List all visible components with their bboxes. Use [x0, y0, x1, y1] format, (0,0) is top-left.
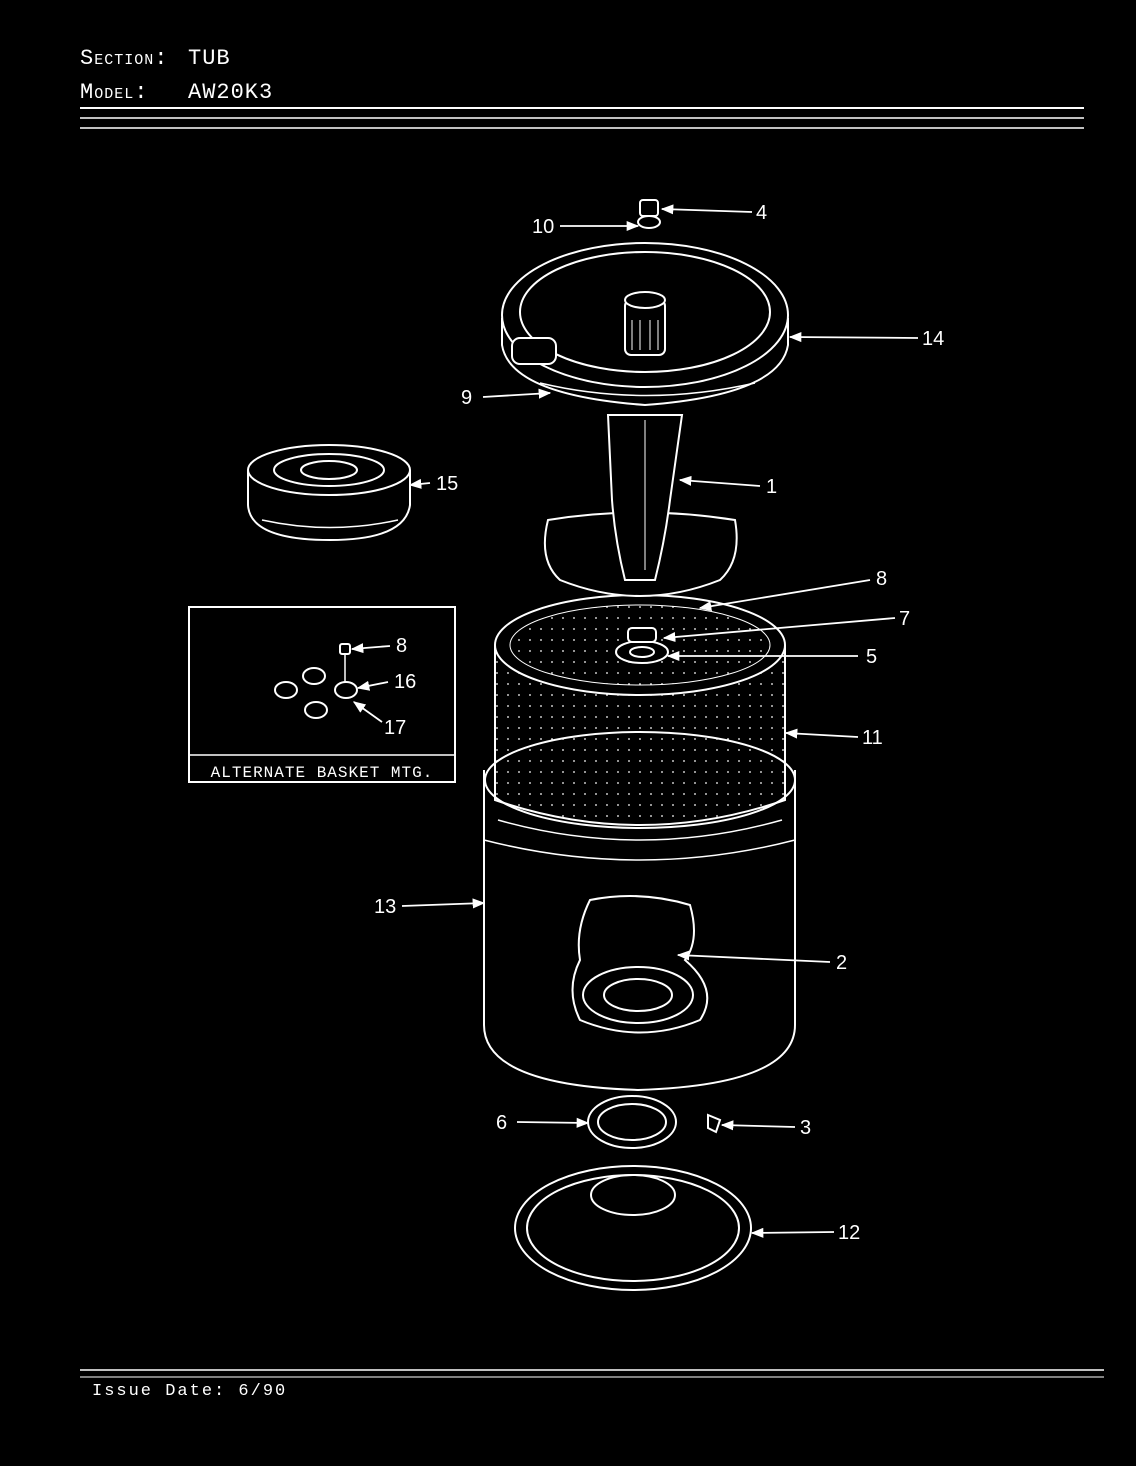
- part-12-base: [514, 1165, 752, 1291]
- callout-2: 2: [836, 952, 847, 974]
- section-value: TUB: [188, 46, 231, 71]
- model-value: AW20K3: [188, 80, 274, 105]
- callout-3: 3: [800, 1117, 811, 1139]
- callout-12: 12: [838, 1222, 860, 1244]
- callout-10: 10: [532, 216, 554, 238]
- inset-callout-8: 8: [396, 635, 407, 657]
- callout-1: 1: [766, 476, 777, 498]
- part-2-hub: [571, 895, 709, 1034]
- callout-7: 7: [899, 608, 910, 630]
- inset-callout-16: 16: [394, 671, 416, 693]
- footer-rules: [80, 1369, 1104, 1378]
- callout-14: 14: [922, 328, 944, 350]
- part-14-tub-ring: [501, 242, 789, 407]
- inset-caption: ALTERNATE BASKET MTG.: [211, 764, 434, 782]
- callout-13: 13: [374, 896, 396, 918]
- callout-8: 8: [876, 568, 887, 590]
- part-15-cap: [247, 444, 411, 542]
- callout-15: 15: [436, 473, 458, 495]
- part-4-10-cap-screw: [637, 199, 661, 229]
- leader-lines: [350, 204, 919, 1238]
- header-rules: [80, 107, 1084, 129]
- callout-11: 11: [862, 727, 883, 749]
- inset-alternate-basket: [188, 606, 456, 783]
- callout-4: 4: [756, 202, 767, 224]
- part-3-clip: [707, 1113, 722, 1134]
- callout-5: 5: [866, 646, 877, 668]
- part-1-agitator: [543, 414, 738, 597]
- section-label: Section:: [80, 46, 169, 71]
- callout-9: 9: [461, 387, 472, 409]
- part-5-7-hub-nut: [615, 627, 669, 664]
- inset-callout-17: 17: [384, 717, 406, 739]
- agitator-post: [624, 291, 666, 356]
- callout-6: 6: [496, 1112, 507, 1134]
- part-6-seal-ring: [587, 1095, 677, 1149]
- section-line: Section: TUB: [80, 46, 231, 71]
- model-line: Model: AW20K3: [80, 80, 273, 105]
- model-label: Model:: [80, 80, 149, 105]
- issue-date: Issue Date: 6/90: [92, 1382, 288, 1401]
